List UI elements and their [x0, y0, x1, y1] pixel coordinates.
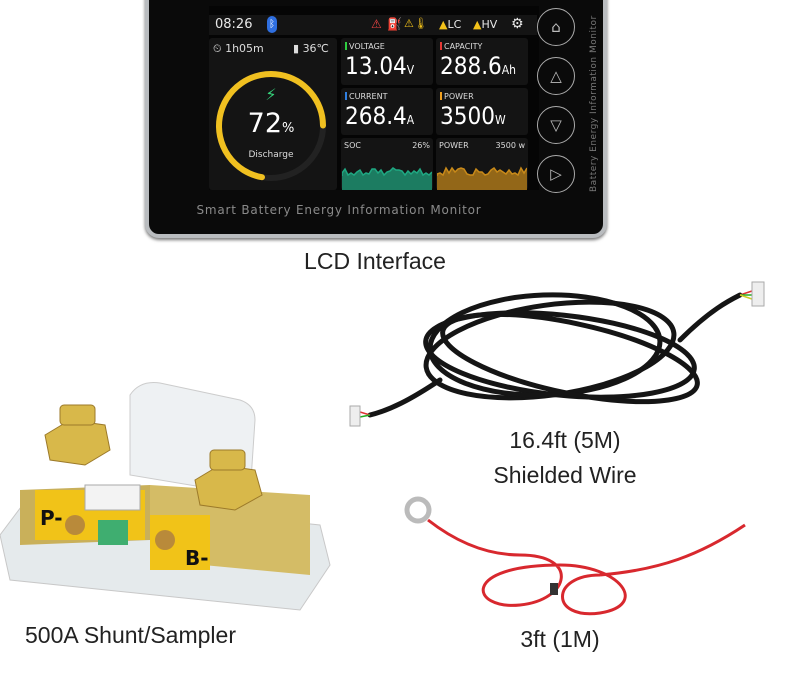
- tile-capacity: CAPACITY 288.6Ah: [436, 38, 528, 85]
- chart-label: SOC: [344, 141, 361, 150]
- tile-value: 3500: [440, 102, 495, 130]
- tile-voltage: VOLTAGE 13.04V: [341, 38, 433, 85]
- shunt-label-b: B-: [185, 546, 209, 570]
- settings-icon[interactable]: ⚙: [511, 16, 524, 32]
- soc-arc: [216, 71, 326, 181]
- next-button[interactable]: ▷: [537, 155, 575, 193]
- button-column: ⌂ △ ▽ ▷: [537, 8, 575, 193]
- connector-icon: [751, 281, 765, 307]
- tile-unit: V: [406, 63, 415, 77]
- lcd-monitor: 08:26 ᛒ ⚠ ⛽ ⚠🌡 ▲LC ▲HV ⚙ ⏲ 1h05m ▮ 36℃ ⚡…: [145, 0, 607, 238]
- runtime: ⏲ 1h05m: [213, 42, 264, 55]
- tile-power: POWER 3500W: [436, 88, 528, 135]
- sparkline: [437, 166, 527, 190]
- temperature-warning-icon: ⚠🌡: [404, 17, 428, 30]
- soc-state: Discharge: [248, 150, 294, 160]
- shunt-label-p: P-: [40, 506, 63, 530]
- home-button[interactable]: ⌂: [537, 8, 575, 46]
- warning-lc: ▲LC: [439, 18, 462, 31]
- red-wire-image: [404, 496, 746, 616]
- connector-icon: [349, 405, 361, 427]
- chart-label: POWER: [439, 141, 469, 150]
- tile-label: CURRENT: [349, 92, 388, 101]
- lcd-screen: 08:26 ᛒ ⚠ ⛽ ⚠🌡 ▲LC ▲HV ⚙ ⏲ 1h05m ▮ 36℃ ⚡…: [209, 6, 539, 190]
- status-bar: 08:26 ᛒ ⚠ ⛽ ⚠🌡 ▲LC ▲HV ⚙: [209, 15, 537, 35]
- bluetooth-icon: ᛒ: [267, 16, 277, 33]
- tile-value: 288.6: [440, 52, 502, 80]
- caption-wire-name: Shielded Wire: [493, 462, 637, 488]
- tile-current: CURRENT 268.4A: [341, 88, 433, 135]
- chart-value: 3500 w: [495, 141, 525, 150]
- caption-wire-length: 16.4ft (5M): [509, 427, 621, 453]
- soc-gauge: ⚡: [216, 71, 326, 181]
- tile-value: 13.04: [345, 52, 407, 80]
- tile-label: CAPACITY: [444, 42, 483, 51]
- caption-red-wire: 3ft (1M): [520, 626, 600, 652]
- tile-value: 268.4: [345, 102, 407, 130]
- temperature: ▮ 36℃: [293, 42, 329, 55]
- shielded-wire-image: [349, 281, 765, 427]
- tile-unit: W: [494, 113, 506, 127]
- caption-shunt: 500A Shunt/Sampler: [25, 622, 236, 648]
- caption-lcd: LCD Interface: [304, 248, 446, 274]
- up-button[interactable]: △: [537, 57, 575, 95]
- shunt-image: P- B-: [0, 382, 331, 611]
- bolt-icon: ⚡: [265, 85, 276, 104]
- tile-unit: Ah: [501, 63, 517, 77]
- alarm-icon: ⚠: [371, 17, 382, 31]
- chart-power: POWER 3500 w: [436, 138, 528, 190]
- down-button[interactable]: ▽: [537, 106, 575, 144]
- side-text: Battery Energy Information Monitor: [589, 15, 599, 192]
- sparkline: [342, 167, 432, 190]
- fuel-icon: ⛽: [387, 17, 402, 31]
- clock: 08:26: [215, 17, 253, 32]
- tile-unit: A: [406, 113, 415, 127]
- chart-soc: SOC 26%: [341, 138, 433, 190]
- bottom-text: Smart Battery Energy Information Monitor: [196, 203, 482, 217]
- ring-terminal-icon: [404, 496, 432, 524]
- soc-panel: ⏲ 1h05m ▮ 36℃ ⚡ 72% Discharge: [209, 38, 337, 190]
- warning-hv: ▲HV: [473, 18, 498, 31]
- tile-label: POWER: [444, 92, 474, 101]
- soc-value: 72%: [247, 108, 295, 139]
- tile-label: VOLTAGE: [349, 42, 385, 51]
- chart-value: 26%: [412, 141, 430, 150]
